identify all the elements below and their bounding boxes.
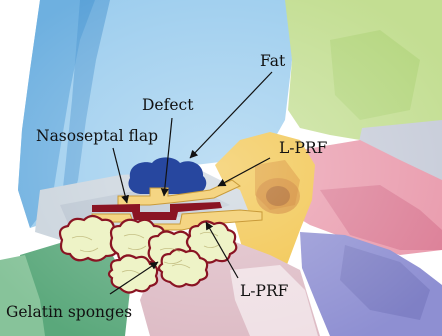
label-gelatin-sponges: Gelatin sponges — [6, 303, 132, 321]
gelatin-sponge — [60, 216, 120, 261]
label-lprf-upper: L-PRF — [279, 139, 328, 157]
label-lprf-lower: L-PRF — [240, 282, 289, 300]
label-nasoseptal-flap: Nasoseptal flap — [36, 127, 158, 145]
label-fat: Fat — [260, 52, 286, 70]
label-defect: Defect — [142, 96, 194, 114]
